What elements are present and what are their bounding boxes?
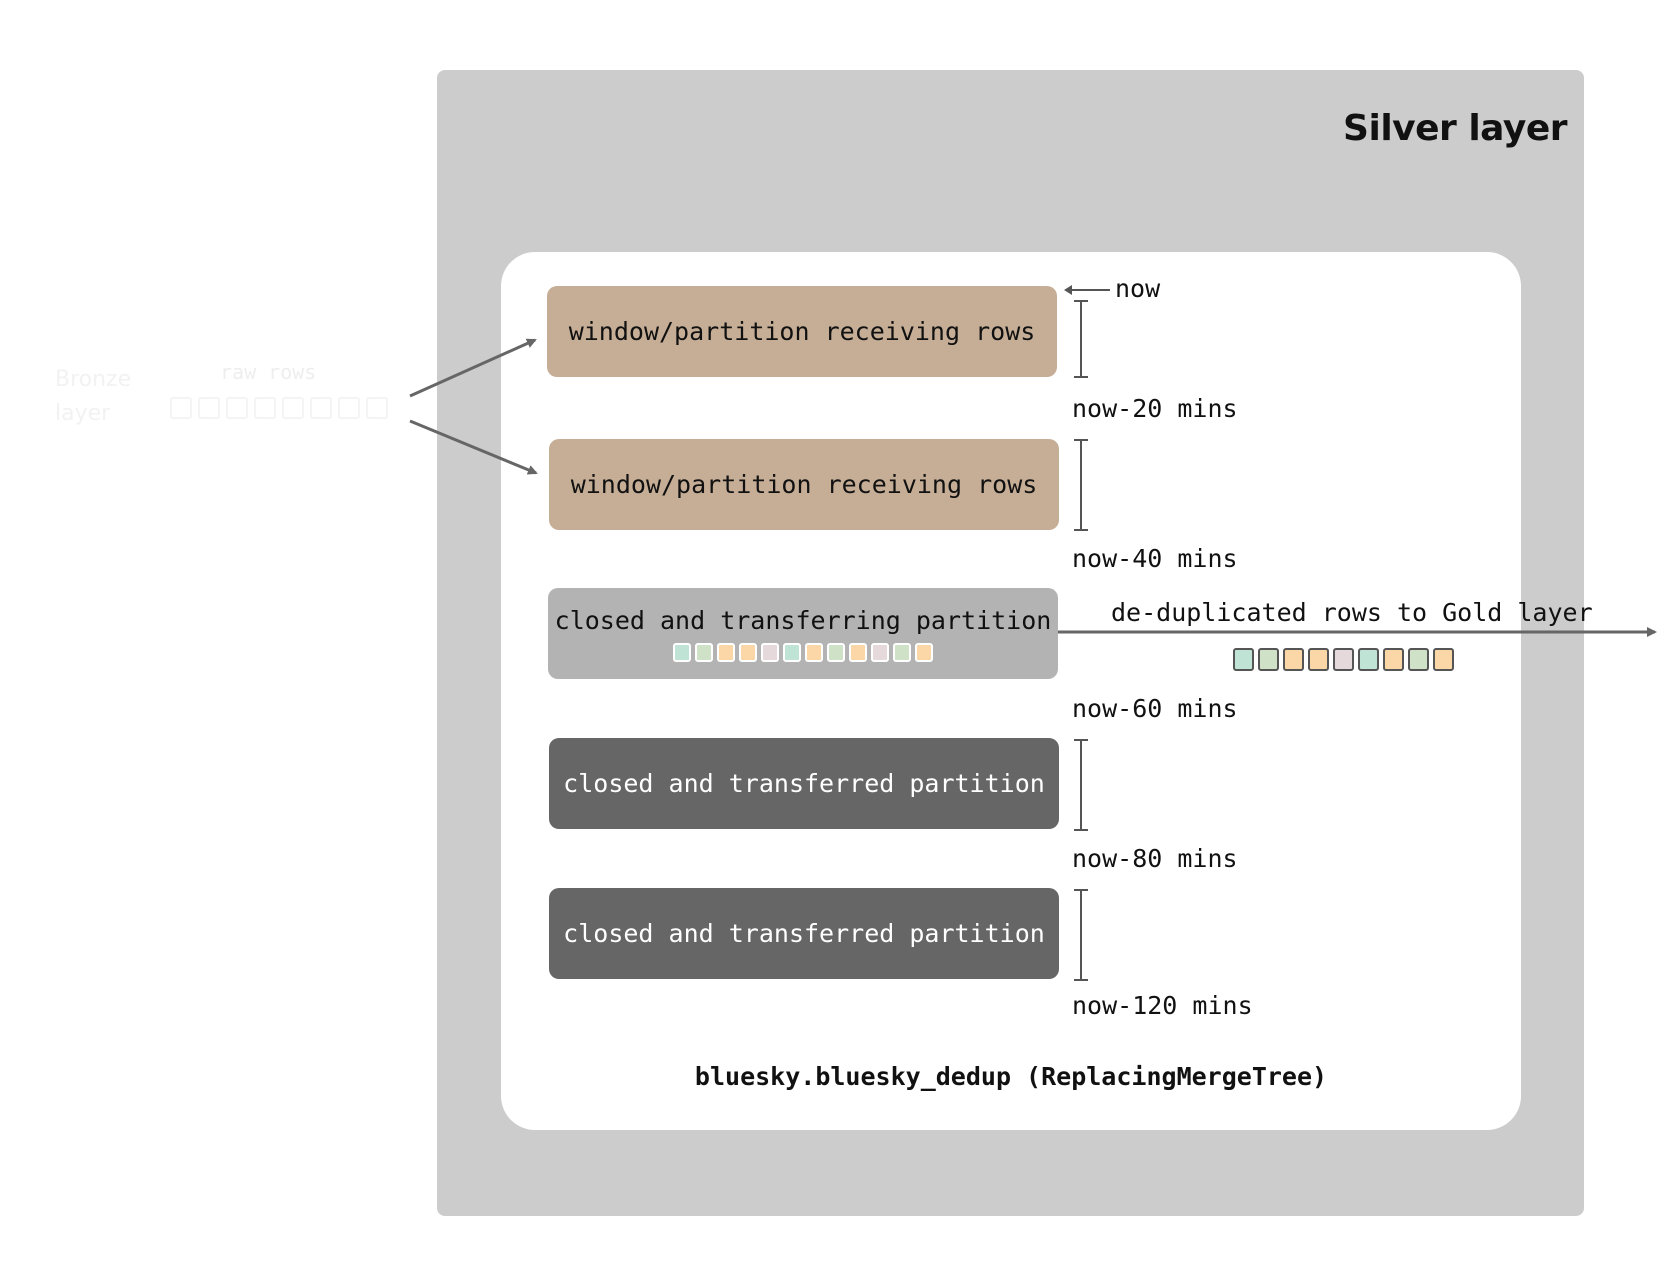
partition-label: window/partition receiving rows [568, 317, 1036, 346]
raw-row-swatch [310, 397, 332, 419]
partition-receiving-1: window/partition receiving rows [547, 286, 1057, 377]
bronze-to-partition-1-arrow [409, 338, 537, 398]
raw-row-swatch [170, 397, 192, 419]
now-arrow [1064, 285, 1110, 295]
output-label: de-duplicated rows to Gold layer [1111, 598, 1593, 627]
row-swatch [805, 642, 823, 662]
dedup-row-swatch [1233, 648, 1254, 671]
dedup-row-swatch [1433, 648, 1454, 671]
row-swatch [827, 642, 845, 662]
bronze-to-partition-2-arrow [409, 419, 538, 475]
interval-bracket-4 [1074, 889, 1088, 981]
partition-receiving-2: window/partition receiving rows [549, 439, 1059, 530]
time-label-120: now-120 mins [1072, 991, 1253, 1020]
dedup-row-swatch [1383, 648, 1404, 671]
bronze-row-swatches [170, 397, 388, 419]
partition-label: window/partition receiving rows [570, 470, 1038, 499]
time-label-80: now-80 mins [1072, 844, 1238, 873]
output-row-swatches [1233, 648, 1454, 671]
interval-bracket-1 [1074, 300, 1088, 378]
partition-transferring: closed and transferring partition [548, 588, 1058, 679]
partition-transferred-1: closed and transferred partition [549, 738, 1059, 829]
row-swatch [717, 642, 735, 662]
time-label-now: now [1115, 274, 1161, 303]
layer-title: Silver layer [1343, 108, 1567, 149]
partition-label: closed and transferred partition [563, 919, 1045, 948]
table-name: bluesky.bluesky_dedup (ReplacingMergeTre… [694, 1062, 1328, 1091]
raw-rows-label: raw rows [220, 360, 317, 384]
interval-bracket-2 [1074, 439, 1088, 531]
table-container [501, 252, 1521, 1130]
raw-row-swatch [254, 397, 276, 419]
raw-row-swatch [338, 397, 360, 419]
partition-transferred-2: closed and transferred partition [549, 888, 1059, 979]
dedup-row-swatch [1358, 648, 1379, 671]
row-swatch [739, 642, 757, 662]
dedup-row-swatch [1333, 648, 1354, 671]
row-swatch [673, 642, 691, 662]
dedup-row-swatch [1283, 648, 1304, 671]
raw-row-swatch [198, 397, 220, 419]
bronze-layer-label: Bronze layer [55, 363, 131, 431]
interval-bracket-3 [1074, 739, 1088, 831]
row-swatch [915, 642, 933, 662]
bronze-label-line2: layer [55, 401, 111, 426]
time-label-20: now-20 mins [1072, 394, 1238, 423]
dedup-row-swatch [1308, 648, 1329, 671]
time-label-40: now-40 mins [1072, 544, 1238, 573]
time-label-60: now-60 mins [1072, 694, 1238, 723]
partition-label: closed and transferring partition [554, 605, 1052, 635]
row-swatch [761, 642, 779, 662]
row-swatch [783, 642, 801, 662]
row-swatch [849, 642, 867, 662]
partition-label: closed and transferred partition [563, 769, 1045, 798]
raw-row-swatch [366, 397, 388, 419]
bronze-label-line1: Bronze [55, 367, 132, 392]
raw-row-swatch [226, 397, 248, 419]
row-swatch [871, 642, 889, 662]
raw-row-swatch [282, 397, 304, 419]
partition-row-swatches [673, 642, 933, 662]
row-swatch [893, 642, 911, 662]
row-swatch [695, 642, 713, 662]
dedup-row-swatch [1258, 648, 1279, 671]
dedup-row-swatch [1408, 648, 1429, 671]
